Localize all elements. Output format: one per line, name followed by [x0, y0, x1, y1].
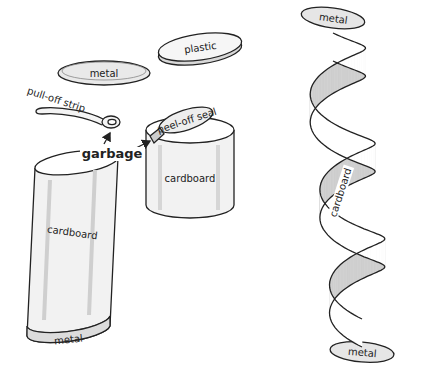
spiral-band	[384, 238, 385, 267]
spiral-band	[316, 77, 318, 108]
pull-off-strip	[36, 108, 103, 125]
part-label: cardboard	[163, 173, 218, 184]
spiral-band	[350, 313, 354, 343]
spiral-band	[333, 33, 337, 63]
spiral-band	[343, 308, 346, 339]
metal-top	[300, 4, 366, 33]
spiral-band	[365, 47, 366, 76]
spiral-band	[324, 69, 327, 99]
spiral-band	[351, 132, 355, 162]
metal-lid	[58, 61, 150, 85]
spiral-band	[356, 226, 360, 256]
spiral-band	[357, 252, 361, 282]
spiral-edge	[310, 33, 385, 319]
spiral-edge	[310, 61, 385, 347]
spiral-band	[318, 112, 321, 143]
spiral-band	[347, 257, 350, 287]
middle-can	[104, 28, 243, 218]
spiral-band	[338, 302, 341, 333]
spiral-band	[343, 128, 347, 158]
spiral-band	[360, 227, 364, 257]
spiral-band	[364, 229, 368, 258]
spiral-band	[348, 222, 352, 252]
spiral-band	[383, 237, 385, 266]
spiral-band	[337, 35, 341, 65]
spiral-band	[338, 265, 341, 296]
spiral-band	[374, 233, 377, 262]
spiral-band	[341, 37, 345, 67]
spiral-band	[328, 169, 331, 200]
spiral-band	[358, 135, 361, 164]
spiral-band	[368, 230, 371, 259]
spiral-band	[364, 137, 367, 166]
spiral-band	[350, 255, 354, 285]
spiral-band	[377, 234, 379, 263]
spiral-band	[331, 65, 335, 95]
spiral-band	[347, 310, 351, 340]
spiral-band	[319, 74, 322, 105]
spiral-band	[354, 253, 358, 283]
spiral-band	[326, 172, 328, 203]
spiral-band	[324, 117, 327, 148]
spiral-band	[316, 109, 318, 140]
spiral-band	[358, 317, 362, 347]
spiral-band	[358, 43, 360, 72]
spiral-band	[345, 220, 349, 250]
spiral-band	[344, 260, 347, 290]
spiral-band	[347, 130, 351, 160]
spiral-band	[348, 40, 351, 69]
spiral-band	[370, 139, 372, 168]
leader-arrow	[104, 133, 110, 144]
spiral-band	[354, 315, 358, 345]
spiral-band	[352, 224, 356, 254]
spiral-band	[345, 38, 349, 67]
spiral-band	[335, 124, 339, 154]
spiral-band	[331, 122, 335, 152]
spiral-band	[334, 63, 338, 93]
spiral-band	[327, 120, 331, 150]
spiral-band	[367, 138, 369, 167]
spiral-can	[300, 4, 395, 365]
cardboard-tube	[27, 157, 118, 343]
spiral-band	[326, 204, 328, 235]
part-label: metal	[345, 345, 379, 359]
left-can	[27, 61, 150, 343]
spiral-band	[337, 215, 341, 245]
spiral-band	[335, 267, 337, 298]
spiral-band	[374, 142, 376, 171]
spiral-band	[355, 42, 358, 71]
spiral-band	[321, 115, 324, 146]
spiral-band	[364, 47, 366, 76]
spiral-band	[374, 143, 375, 172]
callout-label: garbage	[80, 147, 145, 161]
spiral-band	[340, 305, 343, 336]
plastic-lid	[157, 28, 244, 65]
spiral-band	[341, 217, 345, 247]
spiral-band	[338, 61, 342, 91]
spiral-band	[335, 300, 337, 331]
spiral-band	[339, 126, 343, 156]
spiral-band	[327, 67, 330, 97]
spiral-band	[341, 262, 344, 293]
part-label: metal	[88, 68, 121, 79]
spiral-band	[354, 133, 358, 162]
spiral-band	[321, 71, 324, 102]
